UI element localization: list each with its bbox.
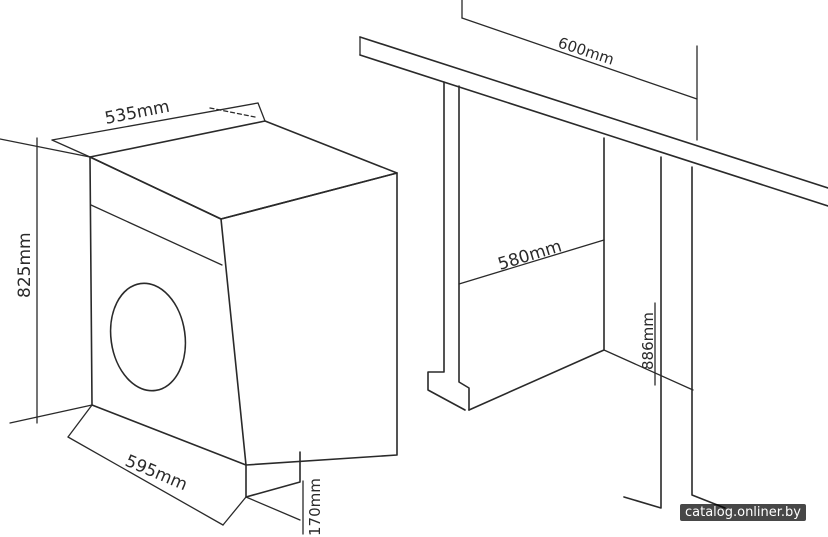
machine-dimension-lines [0,102,304,535]
niche-dimension-lines [458,0,698,386]
machine-control-panel [90,204,223,266]
label-niche-width: 600mm [556,34,617,69]
washing-machine [89,120,398,498]
machine-top [89,120,398,220]
countertop [359,36,828,189]
machine-plinth [245,451,301,498]
niche-back-wall [468,137,605,411]
label-niche-depth: 580mm [496,236,565,274]
label-plinth-height: 170mm [306,478,324,536]
label-machine-width: 595mm [122,451,190,495]
niche-left-wall [427,81,466,411]
label-niche-height: 886mm [639,312,657,370]
installation-niche [359,36,828,509]
machine-side [220,172,398,466]
label-machine-height: 825mm [15,232,35,298]
watermark: catalog.onliner.by [679,504,806,521]
niche-right-wall [623,156,662,509]
machine-door [109,282,187,392]
